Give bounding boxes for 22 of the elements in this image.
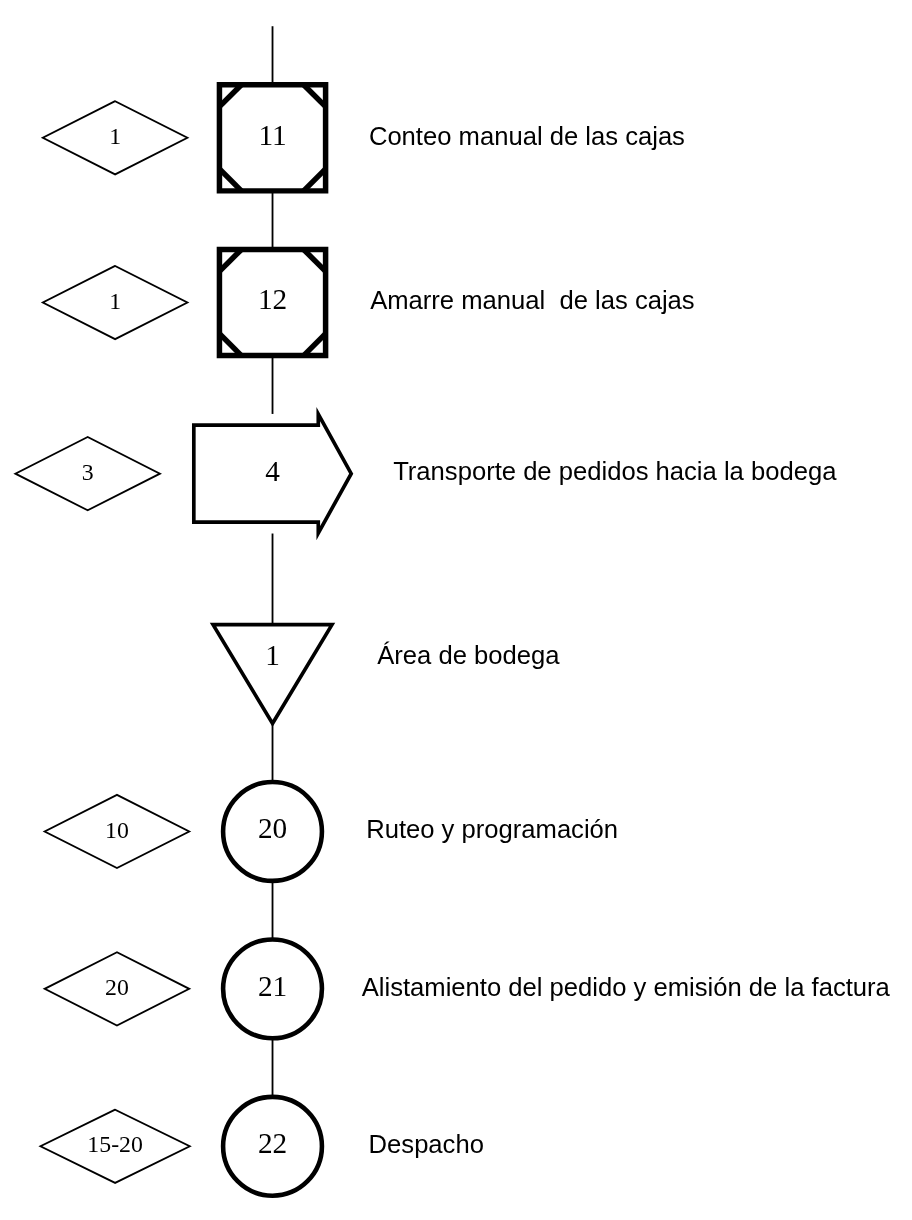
node-circle: 20 [220, 779, 325, 884]
node-label: Transporte de pedidos hacia la bodega [393, 457, 837, 486]
node-diamond: 3 [13, 436, 162, 512]
node-label: Área de bodega [377, 641, 560, 670]
node-circle: 21 [220, 937, 325, 1041]
connector [271, 355, 274, 415]
node-label: Despacho [368, 1130, 484, 1159]
node-label: Amarre manual de las cajas [370, 286, 695, 315]
node-circle: 22 [220, 1094, 325, 1198]
connector [271, 722, 274, 783]
node-diamond: 1 [40, 100, 190, 176]
node-label: Conteo manual de las cajas [368, 121, 685, 150]
node-label: Ruteo y programación [366, 815, 619, 844]
connector [271, 190, 274, 250]
node-label: Alistamiento del pedido y emisión de la factura [361, 972, 890, 1001]
connector [271, 532, 274, 626]
node-diamond: 20 [42, 951, 192, 1027]
node-diamond: 10 [42, 793, 192, 870]
connector [271, 880, 274, 941]
connector [271, 1037, 274, 1098]
node-diamond: 15-20 [38, 1108, 192, 1184]
node-diamond: 1 [40, 264, 190, 341]
